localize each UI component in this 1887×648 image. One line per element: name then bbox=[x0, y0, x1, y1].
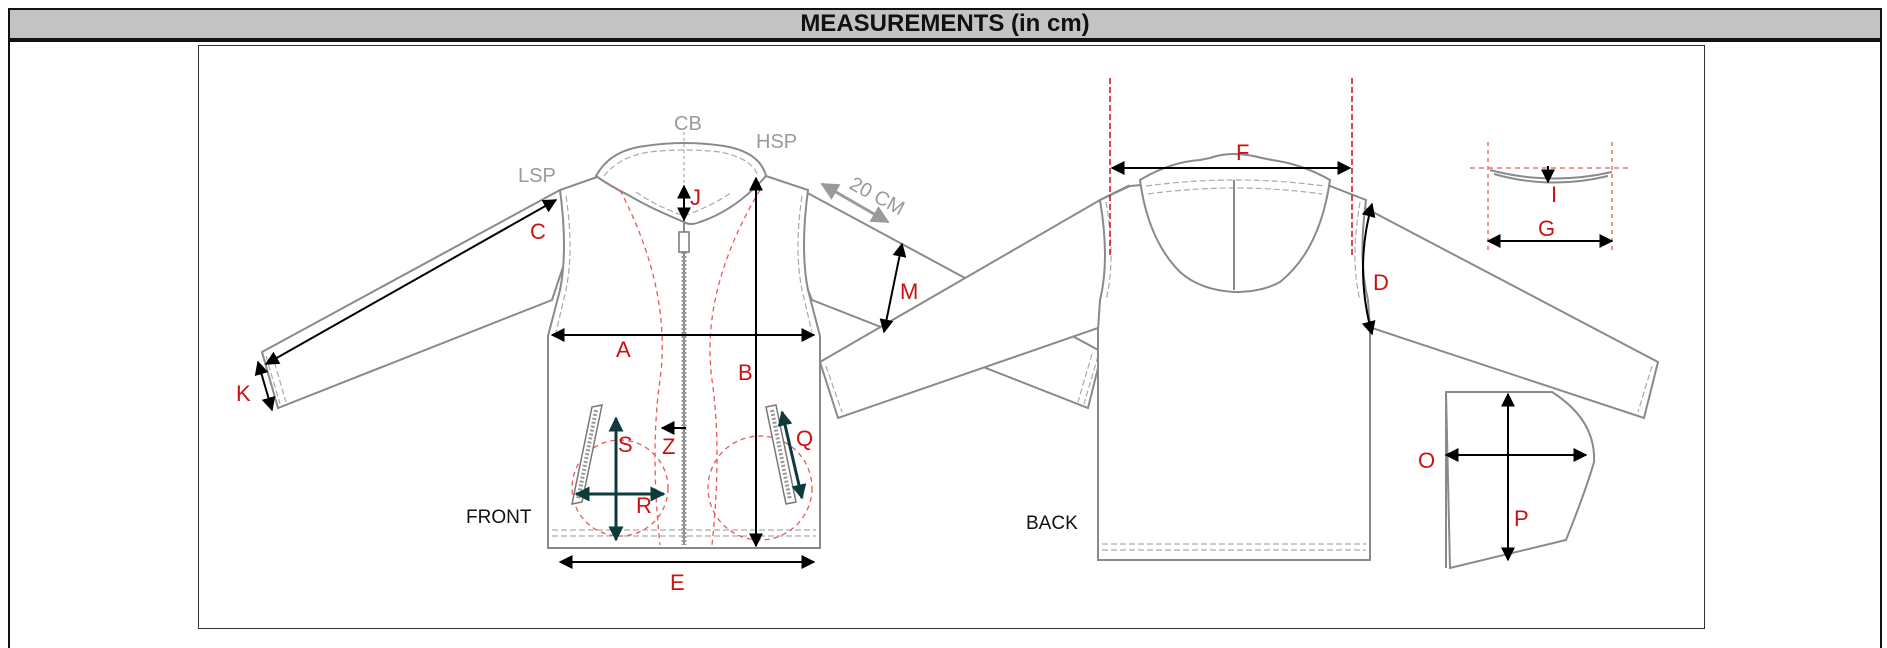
label-f: F bbox=[1236, 140, 1249, 165]
label-a: A bbox=[616, 337, 631, 362]
label-k: K bbox=[236, 381, 251, 406]
measure-line-d bbox=[1361, 202, 1376, 336]
label-m: M bbox=[900, 279, 918, 304]
label-o: O bbox=[1418, 448, 1435, 473]
header-title: MEASUREMENTS (in cm) bbox=[800, 10, 1090, 37]
label-p: P bbox=[1514, 506, 1529, 531]
measure-line-m bbox=[879, 242, 907, 334]
label-e: E bbox=[670, 570, 685, 595]
label-20cm: 20 CM bbox=[846, 173, 908, 220]
label-hsp: HSP bbox=[756, 131, 797, 153]
label-lsp: LSP bbox=[518, 165, 556, 187]
label-c: C bbox=[530, 219, 546, 244]
label-g: G bbox=[1538, 216, 1555, 241]
label-z: Z bbox=[662, 434, 675, 459]
label-front: FRONT bbox=[466, 507, 532, 528]
measure-line-20cm bbox=[820, 182, 890, 224]
label-r: R bbox=[636, 493, 652, 518]
front-hood bbox=[594, 142, 768, 225]
pocket-detail bbox=[1444, 391, 1596, 570]
label-q: Q bbox=[796, 426, 813, 451]
label-d: D bbox=[1373, 270, 1389, 295]
measurement-lines bbox=[254, 78, 1614, 569]
label-j: J bbox=[690, 185, 701, 210]
label-b: B bbox=[738, 360, 753, 385]
label-i: I bbox=[1551, 182, 1557, 207]
table-frame bbox=[8, 8, 1882, 648]
measure-line-k bbox=[254, 360, 276, 412]
measure-line-c bbox=[264, 199, 558, 365]
measure-line-q bbox=[777, 410, 807, 500]
label-s: S bbox=[618, 432, 633, 457]
label-back: BACK bbox=[1026, 513, 1078, 534]
label-cb: CB bbox=[674, 113, 702, 135]
back-right-sleeve bbox=[1322, 183, 1660, 420]
measurements-header: MEASUREMENTS (in cm) bbox=[8, 8, 1882, 42]
back-jacket bbox=[818, 153, 1660, 561]
